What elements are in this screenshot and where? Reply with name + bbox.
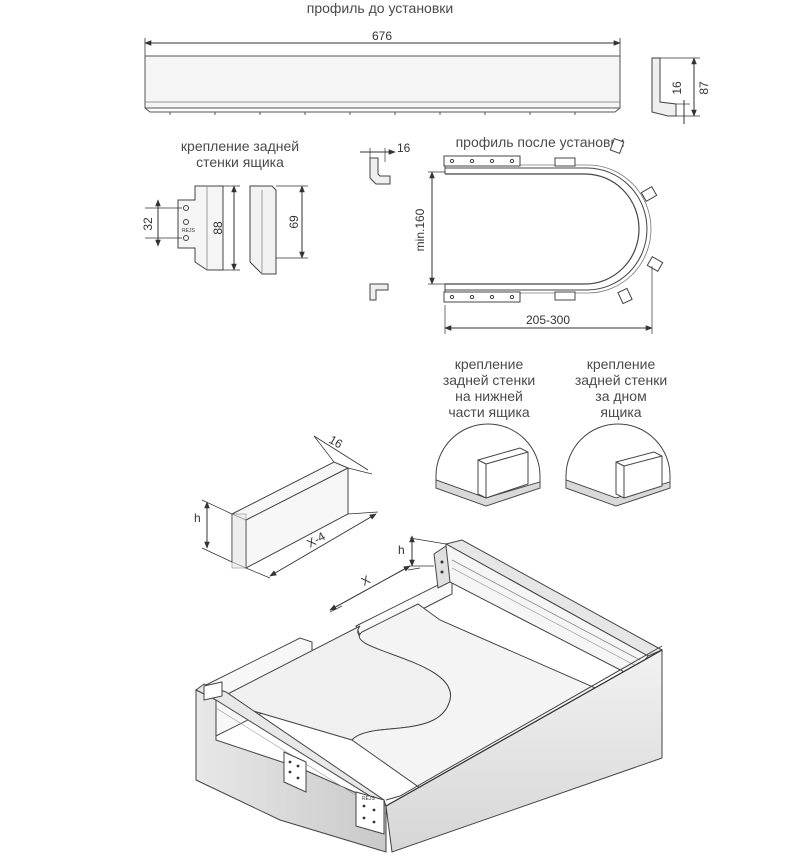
dim-thickness: 16 — [670, 81, 684, 95]
dim-wall-height: 69 — [287, 215, 301, 229]
title-mount-bottom-line4: части ящика — [448, 404, 530, 420]
title-profile-before: профиль до установки — [306, 0, 454, 16]
brand-logo-bracket: REJS — [182, 228, 195, 234]
dim-bracket-height: 88 — [211, 221, 225, 235]
title-mount-bottom-line3: на нижней — [455, 388, 523, 404]
dim-bracket-offset: 32 — [141, 217, 155, 231]
title-rear-wall-mount: крепление задней стенки ящика — [160, 138, 320, 170]
drawer-drawing: REJS X h — [195, 535, 664, 853]
mount-behind-detail — [565, 423, 671, 507]
title-mount-behind-line2: задней стенки — [574, 372, 668, 388]
title-mount-behind: крепление задней стенки за дном ящика — [562, 356, 680, 420]
dim-panel-height: h — [194, 511, 201, 525]
dim-length: 676 — [372, 29, 392, 43]
dim-profile-thickness: 16 — [397, 141, 411, 155]
title-profile-after: профиль после установки — [455, 134, 625, 150]
rear-wall-bracket-drawing: REJS 32 88 69 — [141, 185, 308, 275]
title-mount-behind-line4: ящика — [600, 404, 642, 420]
dim-depth-range: 205-300 — [526, 313, 570, 327]
title-mount-behind-line1: крепление — [586, 356, 656, 372]
dim-height: 87 — [697, 81, 711, 95]
mount-bottom-detail — [435, 423, 541, 507]
profile-after-drawing: min.160 — [413, 138, 664, 334]
rear-panel-drawing: 16 h X-4 — [194, 432, 379, 579]
title-mount-bottom: крепление задней стенки на нижней части … — [430, 356, 548, 420]
title-mount-bottom-line1: крепление — [454, 356, 524, 372]
profile-before-drawing: 676 16 87 — [144, 29, 711, 124]
title-mount-behind-line3: за дном — [595, 388, 647, 404]
dim-cutout-width: X — [359, 573, 373, 589]
title-rear-wall-mount-line2: стенки ящика — [196, 154, 284, 170]
brand-logo-drawer: REJS — [362, 796, 375, 802]
profile-section-drawing: 16 — [360, 141, 411, 301]
dim-drawer-height: h — [398, 543, 405, 557]
title-rear-wall-mount-line1: крепление задней — [180, 138, 300, 154]
title-mount-bottom-line2: задней стенки — [442, 372, 536, 388]
dim-min-width: min.160 — [413, 208, 427, 251]
dim-panel-thickness: 16 — [327, 432, 346, 451]
